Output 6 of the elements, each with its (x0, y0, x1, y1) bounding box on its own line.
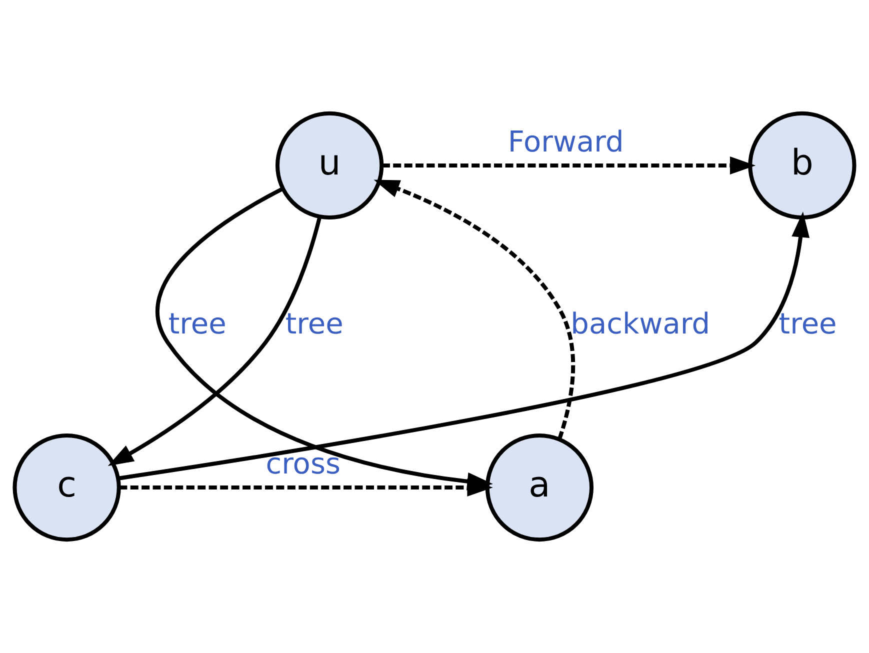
edge-label: tree (168, 306, 226, 341)
edge-label: backward (570, 306, 710, 341)
edge-label: cross (266, 446, 340, 481)
edge-label: tree (285, 306, 344, 341)
edge-label: Forward (508, 124, 624, 159)
edge-label: tree (778, 306, 837, 341)
